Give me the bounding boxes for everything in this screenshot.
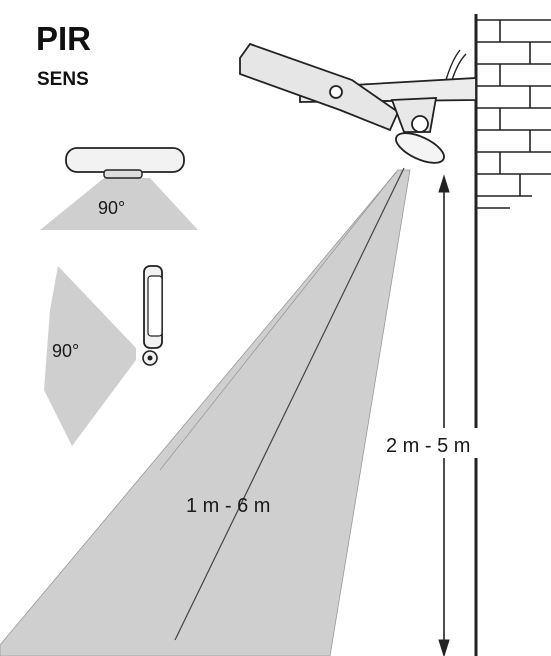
top-view-angle-label: 90° bbox=[98, 198, 125, 218]
lamp-head bbox=[239, 42, 400, 132]
inner-beam-edge-left bbox=[159, 171, 397, 471]
top-view-sensor-body bbox=[65, 147, 185, 173]
beam-center-line bbox=[174, 167, 405, 641]
side-view-angle-label: 90° bbox=[52, 341, 79, 361]
side-view-cone bbox=[44, 266, 136, 446]
sensor-top-view: 90° bbox=[40, 147, 198, 230]
brick-wall bbox=[474, 14, 551, 656]
pir-sensor-head bbox=[395, 132, 445, 164]
sensor-side-view: 90° bbox=[44, 265, 163, 446]
diagram-subtitle: SENS bbox=[37, 69, 89, 90]
mount-height-label: 2 m - 5 m bbox=[386, 435, 470, 457]
top-view-cone bbox=[40, 178, 198, 230]
height-label-bg bbox=[382, 428, 494, 458]
detection-range-label: 1 m - 6 m bbox=[186, 495, 270, 517]
mount-height-arrow bbox=[438, 174, 450, 656]
detection-cone bbox=[0, 167, 411, 656]
lamp-fixture bbox=[239, 42, 477, 164]
lamp-hinge bbox=[329, 85, 343, 99]
diagram-title: PIR bbox=[36, 20, 92, 57]
